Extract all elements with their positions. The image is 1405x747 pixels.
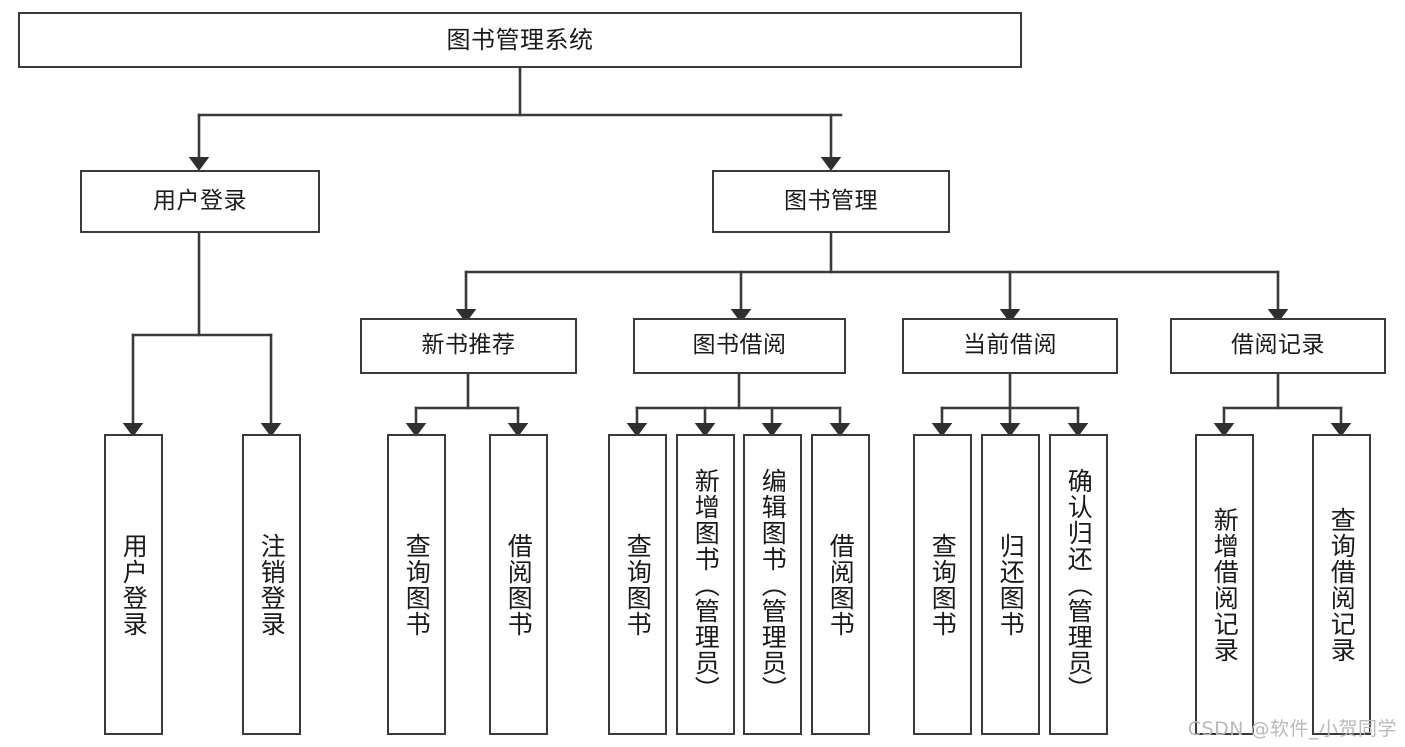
node-label: 借阅记录 (1231, 332, 1325, 359)
node-label: 新书推荐 (421, 332, 516, 359)
node-label: 查询图书 (402, 532, 432, 637)
node-leaf-query-book-recommend[interactable]: 查询图书 (387, 434, 446, 735)
node-label: 用户登录 (153, 187, 247, 214)
node-book-borrow[interactable]: 图书借阅 (633, 318, 846, 374)
node-label: 查询图书 (928, 532, 958, 637)
node-label: 图书管理 (784, 187, 878, 214)
node-label: 借阅图书 (504, 532, 534, 637)
csdn-watermark: CSDN @软件_小贺同学 (1187, 718, 1397, 740)
node-leaf-user-login[interactable]: 用户登录 (104, 434, 163, 735)
node-leaf-query-book-borrow[interactable]: 查询图书 (608, 434, 667, 735)
node-leaf-add-book-admin[interactable]: 新增图书（管理员） (676, 434, 735, 735)
node-label: 归还图书 (996, 532, 1026, 637)
node-borrow-record[interactable]: 借阅记录 (1170, 318, 1386, 374)
node-label: 新增图书（管理员） (691, 467, 721, 702)
node-leaf-query-book-current[interactable]: 查询图书 (913, 434, 972, 735)
node-user-login[interactable]: 用户登录 (80, 170, 320, 233)
node-new-book-recommend[interactable]: 新书推荐 (360, 318, 577, 374)
node-book-management[interactable]: 图书管理 (712, 170, 950, 233)
node-root-book-management-system[interactable]: 图书管理系统 (18, 12, 1022, 68)
node-label: 编辑图书（管理员） (758, 467, 788, 702)
node-leaf-add-borrow-record[interactable]: 新增借阅记录 (1195, 434, 1254, 735)
node-label: 当前借阅 (963, 332, 1057, 359)
node-leaf-query-borrow-record[interactable]: 查询借阅记录 (1312, 434, 1371, 735)
node-label: 新增借阅记录 (1210, 506, 1240, 663)
node-current-borrow[interactable]: 当前借阅 (902, 318, 1118, 374)
node-label: 确认归还（管理员） (1064, 467, 1094, 702)
node-label: 图书借阅 (692, 332, 787, 359)
node-leaf-confirm-return-admin[interactable]: 确认归还（管理员） (1049, 434, 1108, 735)
node-label: 用户登录 (119, 532, 149, 637)
node-leaf-borrow-book-recommend[interactable]: 借阅图书 (489, 434, 548, 735)
node-leaf-logout-login[interactable]: 注销登录 (242, 434, 301, 735)
node-leaf-borrow-book[interactable]: 借阅图书 (811, 434, 870, 735)
node-label: 查询借阅记录 (1327, 506, 1357, 663)
node-leaf-return-book[interactable]: 归还图书 (981, 434, 1040, 735)
node-label: 查询图书 (623, 532, 653, 637)
node-label: 注销登录 (257, 532, 287, 637)
node-label: 图书管理系统 (446, 25, 594, 54)
node-label: 借阅图书 (826, 532, 856, 637)
node-leaf-edit-book-admin[interactable]: 编辑图书（管理员） (743, 434, 802, 735)
